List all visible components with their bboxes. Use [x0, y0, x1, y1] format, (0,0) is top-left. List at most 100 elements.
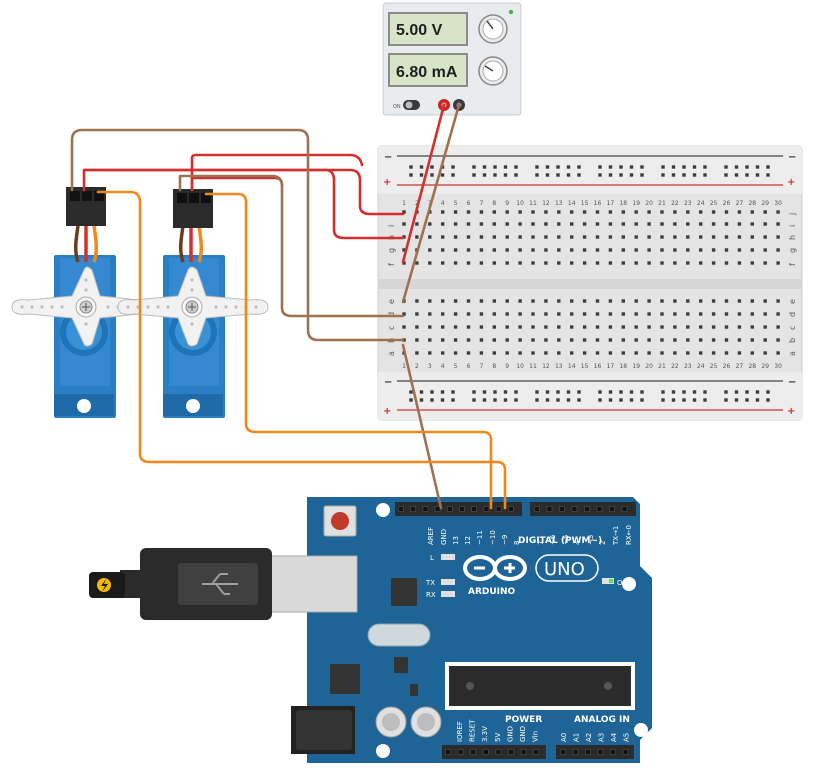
rail-hole[interactable] — [409, 390, 413, 394]
breadboard-hole[interactable] — [686, 248, 690, 252]
breadboard-hole[interactable] — [492, 248, 496, 252]
breadboard-hole[interactable] — [686, 312, 690, 316]
rail-hole[interactable] — [440, 390, 445, 394]
breadboard-hole[interactable] — [582, 235, 587, 239]
breadboard-hole[interactable] — [634, 210, 638, 214]
breadboard-hole[interactable] — [711, 325, 716, 329]
digital-header-right[interactable] — [530, 502, 636, 516]
breadboard-hole[interactable] — [505, 325, 509, 329]
power-header[interactable] — [442, 745, 546, 759]
breadboard-hole[interactable] — [737, 299, 742, 303]
breadboard-hole[interactable] — [518, 222, 522, 226]
breadboard-hole[interactable] — [724, 261, 729, 265]
rail-hole[interactable] — [745, 173, 749, 177]
header-pin[interactable] — [622, 749, 629, 755]
breadboard-hole[interactable] — [428, 351, 432, 355]
rail-hole[interactable] — [451, 390, 455, 394]
breadboard-hole[interactable] — [634, 222, 638, 226]
breadboard-hole[interactable] — [582, 261, 587, 265]
breadboard-hole[interactable] — [453, 210, 458, 214]
header-pin[interactable] — [546, 506, 553, 512]
rail-hole[interactable] — [640, 165, 644, 169]
breadboard-hole[interactable] — [453, 338, 458, 342]
breadboard-hole[interactable] — [415, 235, 419, 239]
rail-hole[interactable] — [419, 390, 424, 394]
rail-hole[interactable] — [472, 390, 476, 394]
breadboard-hole[interactable] — [673, 325, 677, 329]
breadboard-hole[interactable] — [428, 235, 432, 239]
breadboard-hole[interactable] — [518, 312, 522, 316]
breadboard-hole[interactable] — [608, 210, 613, 214]
breadboard-hole[interactable] — [505, 248, 509, 252]
breadboard-hole[interactable] — [660, 351, 664, 355]
breadboard-hole[interactable] — [428, 338, 432, 342]
header-pin[interactable] — [609, 506, 615, 512]
breadboard-hole[interactable] — [531, 222, 535, 226]
breadboard-hole[interactable] — [763, 248, 767, 252]
dc-power-jack[interactable] — [291, 706, 355, 754]
breadboard-hole[interactable] — [479, 235, 484, 239]
breadboard-hole[interactable] — [750, 222, 754, 226]
header-pin[interactable] — [507, 506, 514, 512]
breadboard-hole[interactable] — [544, 210, 548, 214]
breadboard-hole[interactable] — [466, 210, 471, 214]
rail-hole[interactable] — [503, 390, 508, 394]
breadboard-hole[interactable] — [647, 235, 651, 239]
breadboard-hole[interactable] — [608, 248, 613, 252]
breadboard-hole[interactable] — [660, 312, 664, 316]
breadboard-hole[interactable] — [724, 210, 729, 214]
breadboard-hole[interactable] — [711, 261, 716, 265]
breadboard-hole[interactable] — [531, 312, 535, 316]
rail-hole[interactable] — [734, 165, 739, 169]
breadboard-hole[interactable] — [776, 338, 780, 342]
breadboard-hole[interactable] — [724, 338, 729, 342]
rail-hole[interactable] — [671, 165, 676, 169]
breadboard-hole[interactable] — [724, 325, 729, 329]
header-pin[interactable] — [520, 749, 527, 755]
breadboard-hole[interactable] — [402, 210, 406, 214]
breadboard-hole[interactable] — [595, 312, 600, 316]
header-pin[interactable] — [422, 506, 429, 512]
breadboard-hole[interactable] — [660, 210, 664, 214]
breadboard-hole[interactable] — [699, 210, 703, 214]
breadboard-hole[interactable] — [428, 312, 432, 316]
header-pin[interactable] — [559, 506, 565, 512]
breadboard-hole[interactable] — [763, 210, 767, 214]
breadboard-hole[interactable] — [557, 351, 561, 355]
rail-hole[interactable] — [692, 173, 697, 177]
breadboard-hole[interactable] — [699, 325, 703, 329]
rail-hole[interactable] — [608, 173, 613, 177]
breadboard-hole[interactable] — [634, 325, 638, 329]
breadboard-hole[interactable] — [453, 299, 458, 303]
rail-hole[interactable] — [608, 390, 613, 394]
rail-hole[interactable] — [493, 398, 497, 402]
rail-hole[interactable] — [734, 390, 739, 394]
breadboard-hole[interactable] — [673, 235, 677, 239]
breadboard-hole[interactable] — [711, 351, 716, 355]
rail-hole[interactable] — [514, 398, 518, 402]
breadboard-hole[interactable] — [750, 325, 754, 329]
analog-header[interactable] — [556, 745, 634, 759]
breadboard-hole[interactable] — [673, 222, 677, 226]
breadboard-hole[interactable] — [518, 235, 522, 239]
breadboard-hole[interactable] — [647, 312, 651, 316]
breadboard-hole[interactable] — [711, 338, 716, 342]
breadboard-hole[interactable] — [711, 222, 716, 226]
breadboard-hole[interactable] — [737, 235, 742, 239]
header-pin[interactable] — [470, 749, 477, 755]
rail-hole[interactable] — [734, 398, 739, 402]
breadboard-hole[interactable] — [776, 235, 780, 239]
rail-hole[interactable] — [545, 398, 550, 402]
rail-hole[interactable] — [724, 390, 728, 394]
breadboard-hole[interactable] — [621, 248, 625, 252]
breadboard-hole[interactable] — [415, 299, 419, 303]
breadboard-hole[interactable] — [544, 325, 548, 329]
breadboard-hole[interactable] — [763, 261, 767, 265]
rail-hole[interactable] — [566, 398, 571, 402]
breadboard-hole[interactable] — [492, 299, 496, 303]
breadboard-hole[interactable] — [699, 235, 703, 239]
breadboard-hole[interactable] — [595, 222, 600, 226]
rail-hole[interactable] — [629, 173, 634, 177]
breadboard-hole[interactable] — [479, 338, 484, 342]
breadboard-hole[interactable] — [776, 261, 780, 265]
